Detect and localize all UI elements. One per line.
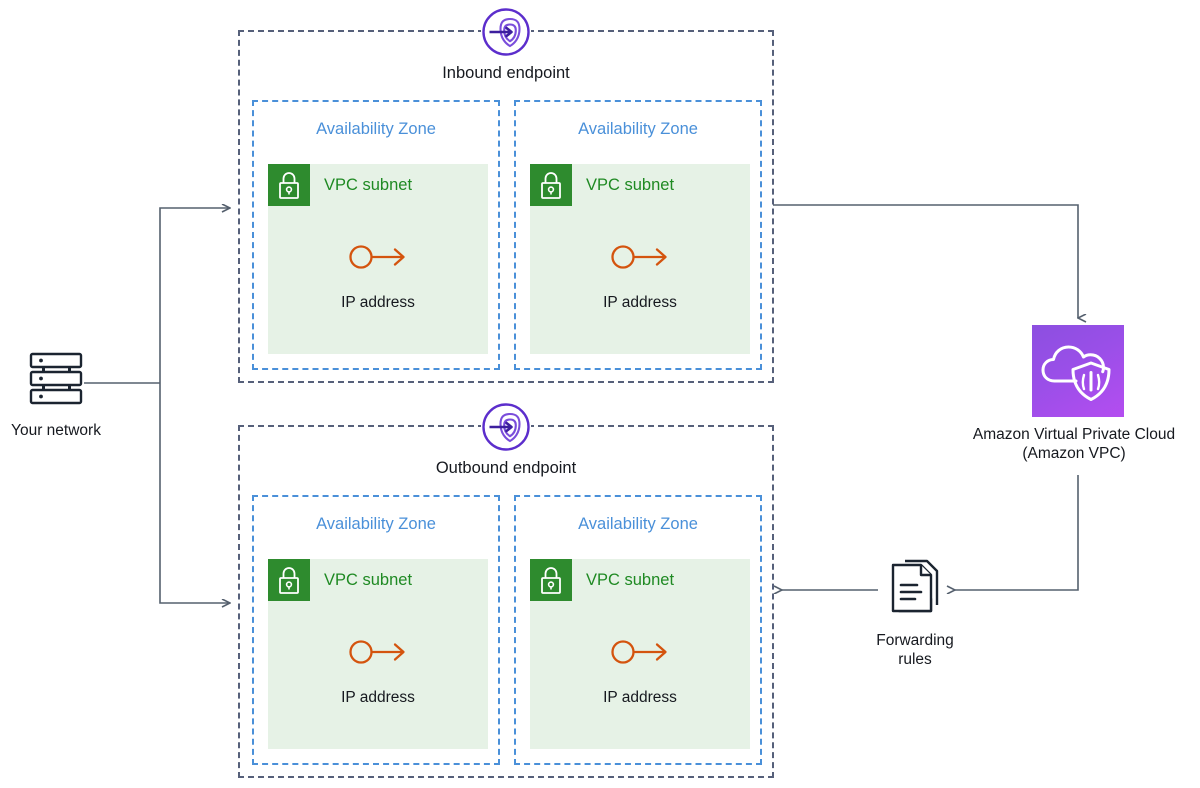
inbound-availability-zone-2: Availability Zone VPC subnet — [514, 100, 762, 370]
vpc-subnet-label: VPC subnet — [324, 570, 413, 589]
ip-address-label: IP address — [603, 689, 677, 706]
server-stack-icon — [29, 352, 83, 405]
vpc-subnet-lock-icon — [268, 164, 310, 206]
vpc-subnet-lock-icon — [530, 559, 572, 601]
connector-network-to-endpoints — [84, 208, 230, 603]
ip-address-arrow-icon — [611, 640, 667, 664]
vpc-subnet-lock-icon — [530, 164, 572, 206]
vpc-subnet-label: VPC subnet — [586, 175, 675, 194]
inbound-availability-zone-1: Availability Zone VPC subnet — [252, 100, 500, 370]
inbound-endpoint-icon — [481, 7, 531, 57]
availability-zone-label: Availability Zone — [316, 120, 436, 138]
forwarding-rules-label: Forwarding rules — [876, 632, 954, 668]
ip-address-label: IP address — [341, 294, 415, 311]
ip-address-arrow-icon — [611, 245, 667, 269]
outbound-availability-zone-1: Availability Zone VPC subnet — [252, 495, 500, 765]
outbound-availability-zone-2: Availability Zone VPC subnet — [514, 495, 762, 765]
amazon-vpc-label: Amazon Virtual Private Cloud (Amazon VPC… — [972, 426, 1176, 462]
vpc-subnet-area: VPC subnet IP address — [268, 559, 488, 749]
vpc-subnet-header: VPC subnet — [530, 164, 674, 206]
ip-address-arrow-icon — [349, 640, 405, 664]
connector-vpc-to-forwarding-rules — [955, 475, 1079, 590]
vpc-subnet-area: VPC subnet IP address — [268, 164, 488, 354]
outbound-endpoint-title: Outbound endpoint — [435, 459, 577, 477]
ip-address-label: IP address — [603, 294, 677, 311]
vpc-subnet-lock-icon — [268, 559, 310, 601]
ip-address-label: IP address — [341, 689, 415, 706]
vpc-subnet-area: VPC subnet IP address — [530, 164, 750, 354]
amazon-vpc-icon — [1032, 325, 1124, 417]
outbound-endpoint-group: Outbound endpoint Availability Zone VPC … — [238, 402, 774, 778]
availability-zone-label: Availability Zone — [316, 515, 436, 533]
your-network-label: Your network — [11, 422, 101, 439]
vpc-subnet-header: VPC subnet — [268, 164, 412, 206]
outbound-endpoint-icon — [481, 402, 531, 452]
availability-zone-label: Availability Zone — [578, 515, 698, 533]
vpc-subnet-label: VPC subnet — [586, 570, 675, 589]
vpc-subnet-area: VPC subnet IP address — [530, 559, 750, 749]
forwarding-rules-document-icon — [891, 559, 939, 613]
ip-address-arrow-icon — [349, 245, 405, 269]
vpc-subnet-label: VPC subnet — [324, 175, 413, 194]
availability-zone-label: Availability Zone — [578, 120, 698, 138]
vpc-subnet-header: VPC subnet — [530, 559, 674, 601]
vpc-subnet-header: VPC subnet — [268, 559, 412, 601]
inbound-endpoint-title: Inbound endpoint — [442, 64, 570, 82]
inbound-endpoint-group: Inbound endpoint Availability Zone VPC s… — [238, 7, 774, 383]
connector-inbound-to-vpc — [773, 204, 1078, 318]
